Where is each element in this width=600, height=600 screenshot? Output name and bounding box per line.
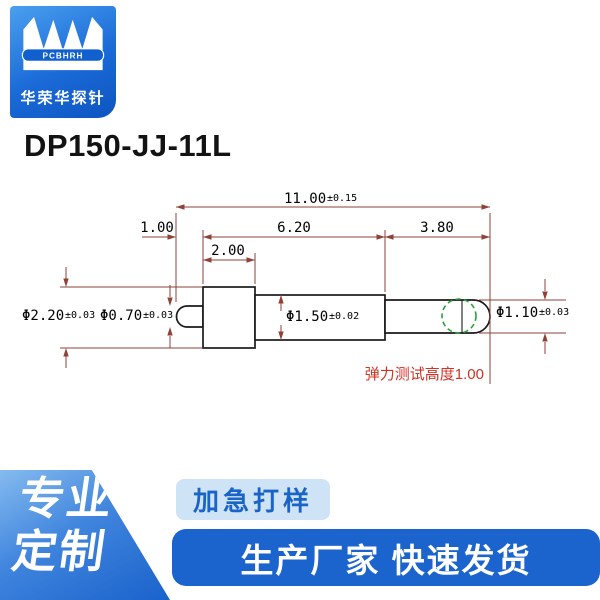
dim-body-length: 6.20 xyxy=(203,220,385,240)
corner-ribbon: 专业 定制 xyxy=(0,470,170,600)
dim-barrel-diameter-value: Φ1.50 xyxy=(286,309,328,325)
dim-body-length-value: 6.20 xyxy=(277,220,311,236)
dim-barrel-diameter: Φ1.50 ±0.02 xyxy=(278,295,362,340)
spring-test-note: 弹力测试高度1.00 xyxy=(365,366,484,383)
pin-plunger xyxy=(384,299,491,334)
dim-text-mask xyxy=(284,308,362,324)
extension-lines xyxy=(60,213,566,384)
dim-tip-diameter-value: Φ0.70 xyxy=(100,308,142,324)
dim-flange-diameter-value: Φ2.20 xyxy=(22,308,64,324)
dim-flange-diameter-tolerance: ±0.03 xyxy=(65,310,95,321)
dim-plunger-length: 3.80 xyxy=(385,220,490,240)
dim-tip-length: 1.00 xyxy=(140,220,176,240)
rush-sample-badge: 加急打样 xyxy=(176,479,330,520)
brand-name: PCBHRH xyxy=(43,51,84,60)
dim-total-length: 11.00 ±0.15 xyxy=(176,191,490,210)
dim-flange-length: 2.00 xyxy=(203,243,255,263)
company-name: 华荣华探针 xyxy=(20,90,106,107)
pin-flange xyxy=(202,286,256,349)
dim-flange-length-value: 2.00 xyxy=(211,243,245,259)
dim-plunger-diameter-tolerance: ±0.03 xyxy=(539,307,569,318)
pin-tip xyxy=(175,305,204,328)
spring-test-note-text: 弹力测试高度1.00 xyxy=(365,366,484,383)
technical-drawing: 11.00 ±0.15 1.00 6.20 3.80 2. xyxy=(22,191,569,384)
crown-icon: PCBHRH xyxy=(21,16,105,71)
crown-band xyxy=(21,48,105,62)
dim-plunger-diameter-value: Φ1.10 xyxy=(496,305,538,321)
crown-shape xyxy=(23,16,103,71)
dim-tip-length-value: 1.00 xyxy=(140,220,174,236)
part-number-title: DP150-JJ-11L xyxy=(24,128,232,163)
spring-test-highlight-circle xyxy=(441,298,477,334)
dim-plunger-diameter: Φ1.10 ±0.03 xyxy=(496,279,569,354)
corner-ribbon-line1: 专业 xyxy=(16,473,118,524)
dim-total-tolerance: ±0.15 xyxy=(327,193,357,204)
dim-tip-diameter: Φ0.70 ±0.03 xyxy=(100,285,173,348)
pogo-pin-outline xyxy=(175,286,491,349)
factory-slogan-banner: 生产厂家 快速发货 xyxy=(172,529,600,586)
dim-flange-diameter: Φ2.20 ±0.03 xyxy=(22,267,95,368)
dim-barrel-diameter-tolerance: ±0.02 xyxy=(329,311,359,322)
dim-tip-diameter-tolerance: ±0.03 xyxy=(143,310,173,321)
dim-plunger-length-value: 3.80 xyxy=(420,220,454,236)
corner-ribbon-text: 专业 定制 xyxy=(9,472,118,578)
corner-ribbon-line2: 定制 xyxy=(8,526,110,578)
dim-total-value: 11.00 xyxy=(284,191,326,207)
brand-logo: PCBHRH 华荣华探针 xyxy=(10,6,116,118)
